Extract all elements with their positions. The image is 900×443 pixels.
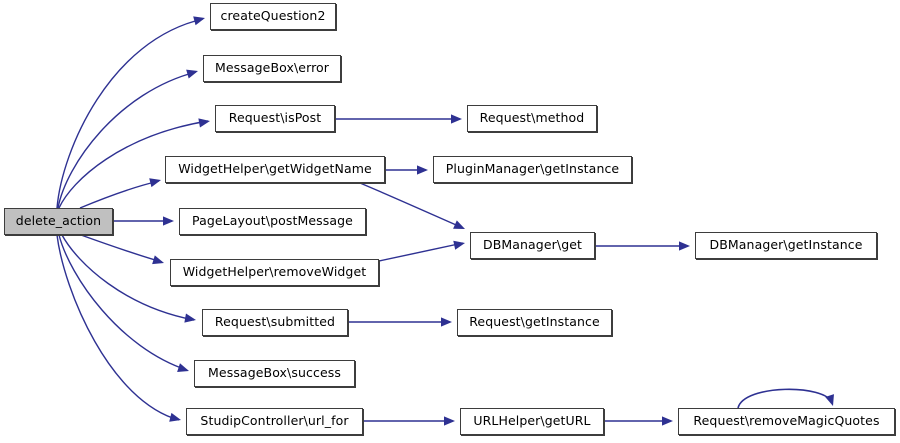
graph-node-dbmanager_getinstance[interactable]: DBManager\getInstance — [695, 232, 877, 259]
graph-node-label: WidgetHelper\removeWidget — [182, 264, 367, 280]
graph-node-label: Request\submitted — [214, 314, 336, 330]
graph-node-messagebox_success[interactable]: MessageBox\success — [194, 360, 355, 387]
graph-node-widgethelper_removewidget[interactable]: WidgetHelper\removeWidget — [170, 259, 379, 286]
graph-node-label: Request\getInstance — [469, 314, 600, 330]
graph-node-label: DBManager\get — [482, 237, 583, 253]
graph-node-label: URLHelper\getURL — [473, 413, 591, 429]
graph-node-label: MessageBox\error — [214, 60, 330, 76]
graph-node-request_submitted[interactable]: Request\submitted — [202, 309, 348, 336]
graph-node-label: Request\removeMagicQuotes — [693, 413, 880, 429]
graph-node-createQuestion2[interactable]: createQuestion2 — [210, 3, 336, 30]
graph-node-messagebox_error[interactable]: MessageBox\error — [203, 55, 341, 82]
graph-node-label: PluginManager\getInstance — [445, 161, 620, 177]
graph-node-label: WidgetHelper\getWidgetName — [178, 161, 372, 177]
graph-node-label: Request\method — [479, 110, 585, 126]
graph-node-label: PageLayout\postMessage — [192, 213, 353, 229]
graph-node-delete_action[interactable]: delete_action — [4, 208, 113, 235]
graph-node-request_removemagicquotes[interactable]: Request\removeMagicQuotes — [678, 408, 895, 435]
graph-node-label: MessageBox\success — [208, 365, 341, 381]
graph-node-request_ispost[interactable]: Request\isPost — [215, 105, 335, 132]
graph-node-pluginmanager_getinstance[interactable]: PluginManager\getInstance — [433, 156, 632, 183]
graph-node-request_method[interactable]: Request\method — [467, 105, 597, 132]
graph-node-label: DBManager\getInstance — [709, 237, 863, 253]
graph-node-pagelayout_postmessage[interactable]: PageLayout\postMessage — [179, 208, 366, 235]
graph-node-dbmanager_get[interactable]: DBManager\get — [470, 232, 595, 259]
graph-node-request_getinstance[interactable]: Request\getInstance — [457, 309, 612, 336]
graph-node-urlhelper_geturl[interactable]: URLHelper\getURL — [460, 408, 604, 435]
graph-node-label: delete_action — [15, 213, 102, 229]
graph-node-label: Request\isPost — [228, 110, 322, 126]
graph-node-studipcontroller_url_for[interactable]: StudipController\url_for — [186, 408, 363, 435]
graph-node-label: StudipController\url_for — [200, 413, 349, 429]
graph-node-widgethelper_getwidgetname[interactable]: WidgetHelper\getWidgetName — [165, 156, 385, 183]
graph-node-label: createQuestion2 — [220, 8, 326, 24]
